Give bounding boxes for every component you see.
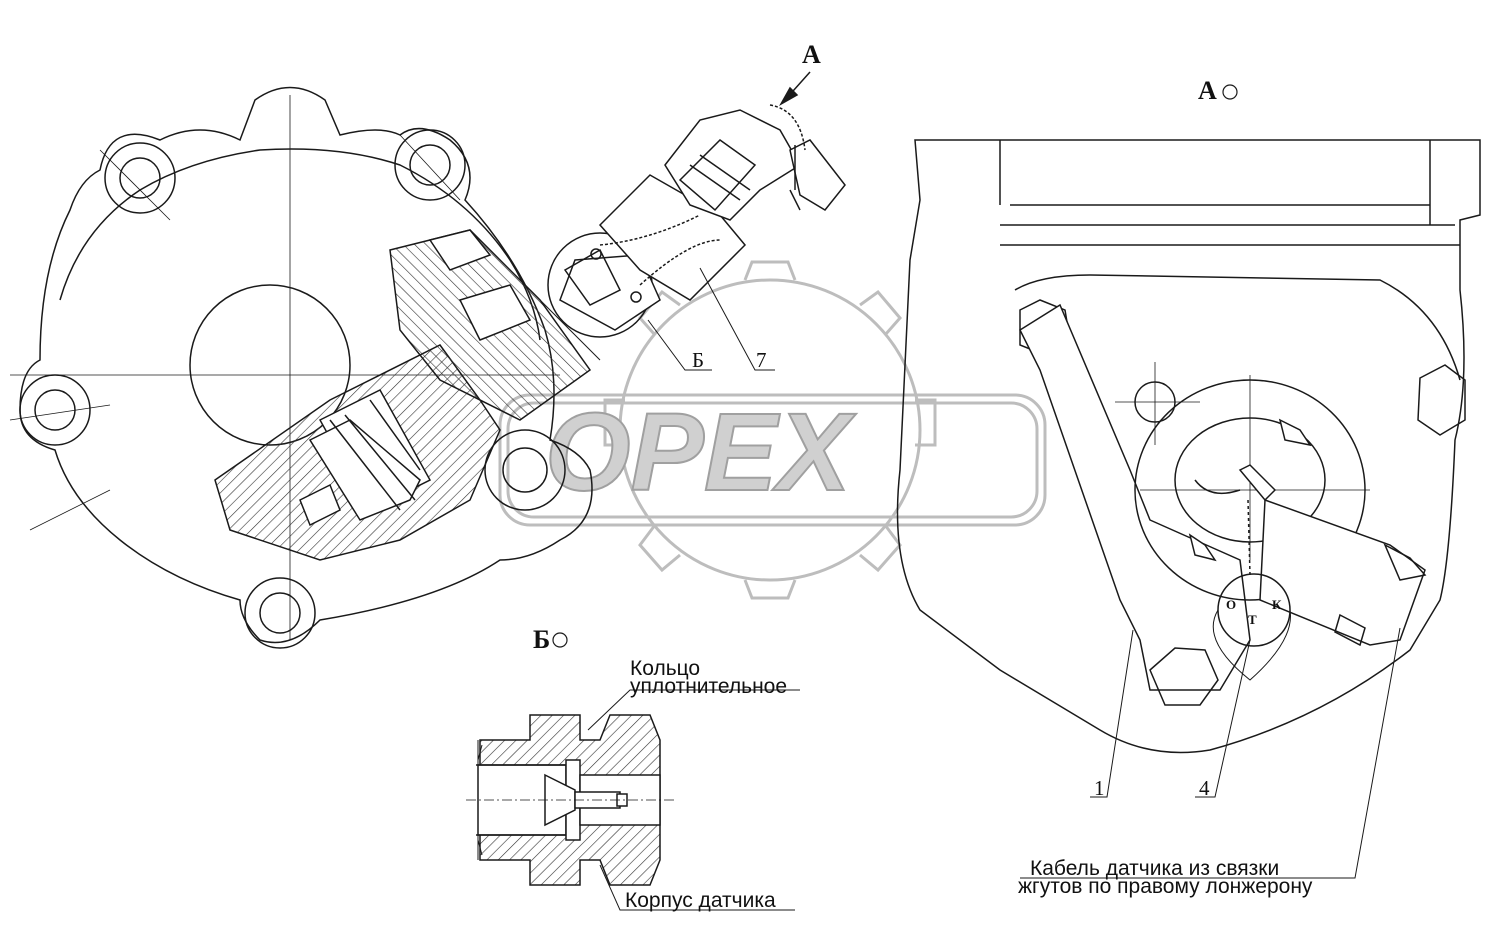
ring-label-line2: уплотнительное [630, 675, 788, 698]
ring-label-line1: Кольцо [630, 657, 701, 680]
watermark-text: OPEX [545, 391, 856, 514]
watermark-logo: OPEX [498, 260, 1047, 600]
view-a-arrow-label: А [802, 40, 821, 69]
view-circle-symbol-icon [552, 632, 568, 648]
view-a-title: А [1198, 76, 1217, 105]
seal-letter-t: Т [1248, 612, 1257, 627]
sensor-assembly [489, 104, 846, 361]
leaders-right [1020, 627, 1401, 879]
seal-letter-o: О [1226, 597, 1237, 612]
view-b-section [466, 714, 675, 886]
gear-logo-icon [603, 260, 937, 600]
view-direction-arrow-icon [779, 71, 811, 106]
cable-label-line1: Кабель датчика из связки [1030, 857, 1280, 880]
leaders-bottom [587, 689, 800, 911]
callout-1-label: 1 [1094, 776, 1105, 800]
housing-view [9, 86, 593, 649]
sensor-body-label: Корпус датчика [625, 889, 776, 912]
leaders-left [647, 267, 775, 371]
callout-7-label: 7 [756, 348, 767, 372]
view-circle-symbol-icon [1222, 84, 1238, 100]
view-b-title: Б [533, 625, 551, 654]
seal-letter-k: К [1272, 597, 1282, 612]
callout-4-label: 4 [1199, 776, 1210, 800]
cable-label-line2: жгутов по правому лонжерону [1018, 875, 1313, 898]
view-a-drawing [896, 139, 1481, 754]
callout-b-label: Б [692, 348, 705, 372]
